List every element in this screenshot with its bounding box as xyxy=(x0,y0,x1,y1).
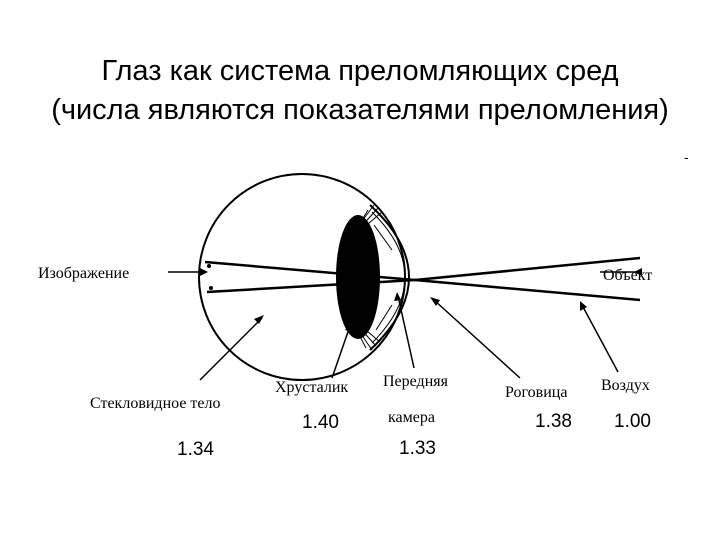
label-cornea: Роговица xyxy=(505,384,567,401)
label-vitreous: Стекловидное тело xyxy=(90,395,221,412)
pointer-arrowheads xyxy=(200,268,642,332)
corner-mark: - xyxy=(684,149,689,165)
index-vitreous: 1.34 xyxy=(177,439,214,460)
pointer-lines xyxy=(168,271,638,381)
crystalline-lens xyxy=(336,215,380,339)
light-rays xyxy=(204,256,641,302)
title-line-2: (числа являются показателями преломления… xyxy=(51,94,669,126)
cornea-inner xyxy=(371,211,406,344)
retina-mark-top xyxy=(207,264,211,268)
title-line-1: Глаз как система преломляющих сред xyxy=(101,55,619,87)
label-air: Воздух xyxy=(601,377,650,394)
retina-mark-bottom xyxy=(209,286,213,290)
index-cornea: 1.38 xyxy=(535,411,572,432)
index-air: 1.00 xyxy=(614,411,651,432)
label-image: Изображение xyxy=(38,265,129,282)
index-anterior: 1.33 xyxy=(399,438,436,459)
label-anterior-line2: камера xyxy=(388,409,435,426)
label-anterior-line1: Передняя xyxy=(383,373,449,390)
index-lens: 1.40 xyxy=(302,412,339,433)
cornea-outer xyxy=(369,204,410,351)
label-lens: Хрусталик xyxy=(275,379,348,396)
label-object: Объект xyxy=(603,267,652,284)
